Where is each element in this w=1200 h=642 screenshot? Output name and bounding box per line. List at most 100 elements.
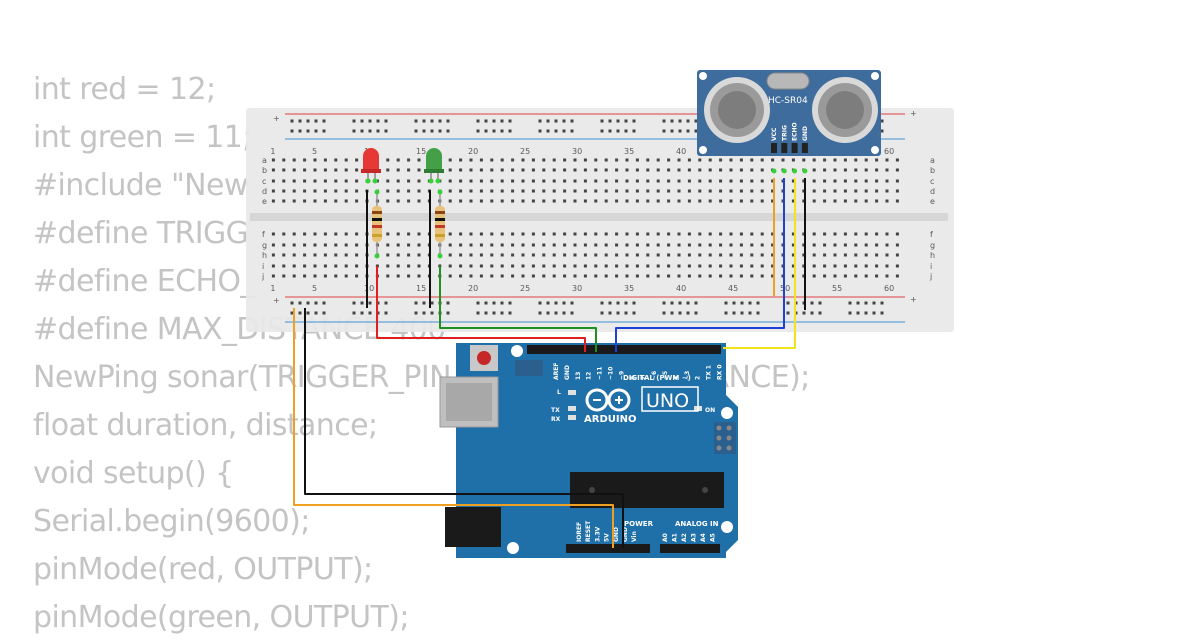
column-number: 55: [832, 284, 842, 293]
sensor-pin-label: ECHO: [792, 122, 799, 141]
arduino-pin-label: 7: [640, 376, 647, 380]
arduino-pin-label: GND: [564, 365, 571, 380]
row-letter: b: [930, 166, 935, 175]
arduino-pin-label: ~11: [597, 367, 604, 380]
code-line: int green = 11;: [33, 120, 252, 155]
arduino-pin-label: A4: [700, 533, 707, 542]
led-red: [361, 148, 381, 184]
code-line: Serial.begin(9600);: [33, 504, 310, 539]
column-number: 30: [572, 284, 582, 293]
rail-plus-label-bottom-right: +: [910, 295, 917, 304]
column-number: 40: [676, 147, 686, 156]
code-line: #include "New: [33, 168, 248, 203]
row-letter: h: [930, 251, 935, 260]
arduino-pin-label: 5V: [604, 533, 611, 542]
rx-led-label: RX: [551, 416, 561, 423]
row-letter: a: [930, 156, 935, 165]
column-number: 20: [468, 284, 478, 293]
power-header-label: POWER: [624, 520, 654, 528]
row-letter: f: [930, 230, 933, 239]
arduino-pin-label: A1: [672, 533, 679, 542]
arduino-pin-label: Vin: [631, 531, 638, 542]
row-letter: i: [262, 262, 264, 271]
row-letter: e: [930, 197, 935, 206]
column-number: 1: [270, 284, 275, 293]
column-number: 20: [468, 147, 478, 156]
led-green: [424, 148, 444, 184]
on-led-label: ON: [705, 407, 715, 414]
digital-header-label: DIGITAL (PWM ~): [623, 374, 691, 382]
analog-header-label: ANALOG IN: [675, 520, 719, 528]
code-line: pinMode(red, OUTPUT);: [33, 552, 373, 587]
board-model-label: UNO: [646, 390, 689, 412]
row-letter: f: [262, 230, 265, 239]
column-number: 50: [780, 284, 790, 293]
arduino-pin-label: 12: [586, 372, 593, 380]
row-letter: j: [261, 272, 264, 281]
arduino-pin-label: A3: [691, 533, 698, 542]
row-letter: b: [262, 166, 267, 175]
column-number: 5: [312, 147, 317, 156]
code-line: #define ECHO_: [33, 264, 255, 299]
column-number: 60: [884, 284, 894, 293]
arduino-pin-label: ~5: [662, 371, 669, 380]
column-number: 25: [520, 284, 530, 293]
column-number: 35: [624, 284, 634, 293]
arduino-pin-label: A2: [681, 533, 688, 542]
arduino-pin-label: IOREF: [576, 522, 583, 542]
rail-plus-label: +: [273, 114, 280, 123]
row-letter: e: [262, 197, 267, 206]
arduino-pin-label: 3.3V: [594, 526, 601, 542]
sensor-pin-label: GND: [802, 126, 809, 141]
column-number: 40: [676, 284, 686, 293]
column-number: 25: [520, 147, 530, 156]
arduino-logo: [585, 388, 631, 412]
arduino-pin-label: ~3: [684, 371, 691, 380]
row-letter: j: [929, 272, 932, 281]
sensor-pin-label: TRIG: [781, 125, 788, 141]
arduino-pin-label: A0: [662, 533, 669, 542]
rail-plus-label-right: +: [910, 109, 917, 118]
board-brand-label: ARDUINO: [584, 414, 636, 425]
sensor-pin-label: VCC: [771, 127, 778, 141]
wire-yellow: [723, 178, 796, 349]
column-number: 5: [312, 284, 317, 293]
arduino-pin-label: GND: [622, 527, 629, 542]
column-number: 35: [624, 147, 634, 156]
row-letter: i: [930, 262, 932, 271]
wire-blue: [615, 178, 785, 352]
code-line: int red = 12;: [33, 72, 216, 107]
resistor-2: [435, 189, 445, 259]
arduino-pin-label: 4: [673, 376, 680, 380]
resistor-1: [372, 189, 382, 259]
l-led-label: L: [557, 389, 561, 396]
wire-orange-5v: [293, 308, 614, 548]
code-line: float duration, distance;: [33, 408, 378, 443]
row-letter: a: [262, 156, 267, 165]
arduino-pin-label: ~10: [608, 367, 615, 380]
code-line: void setup() {: [33, 456, 234, 491]
column-number: 15: [416, 284, 426, 293]
code-line: #define TRIGG: [33, 216, 249, 251]
row-letter: h: [262, 251, 267, 260]
rail-plus-label-bottom: +: [273, 296, 280, 305]
row-letter: c: [262, 177, 266, 186]
tx-led-label: TX: [551, 407, 560, 414]
arduino-pin-label: TX 1: [706, 365, 713, 380]
sensor-model-label: HC-SR04: [768, 96, 808, 106]
row-letter: g: [930, 241, 935, 250]
wire-green: [439, 266, 597, 352]
arduino-pin-label: GND: [613, 527, 620, 542]
code-line: pinMode(green, OUTPUT);: [33, 600, 409, 635]
row-letter: c: [930, 177, 934, 186]
column-number: 1: [270, 147, 275, 156]
column-number: 15: [416, 147, 426, 156]
arduino-pin-label: AREF: [553, 363, 560, 380]
row-letter: g: [262, 241, 267, 250]
row-letter: d: [262, 187, 267, 196]
column-number: 30: [572, 147, 582, 156]
column-number: 60: [884, 147, 894, 156]
